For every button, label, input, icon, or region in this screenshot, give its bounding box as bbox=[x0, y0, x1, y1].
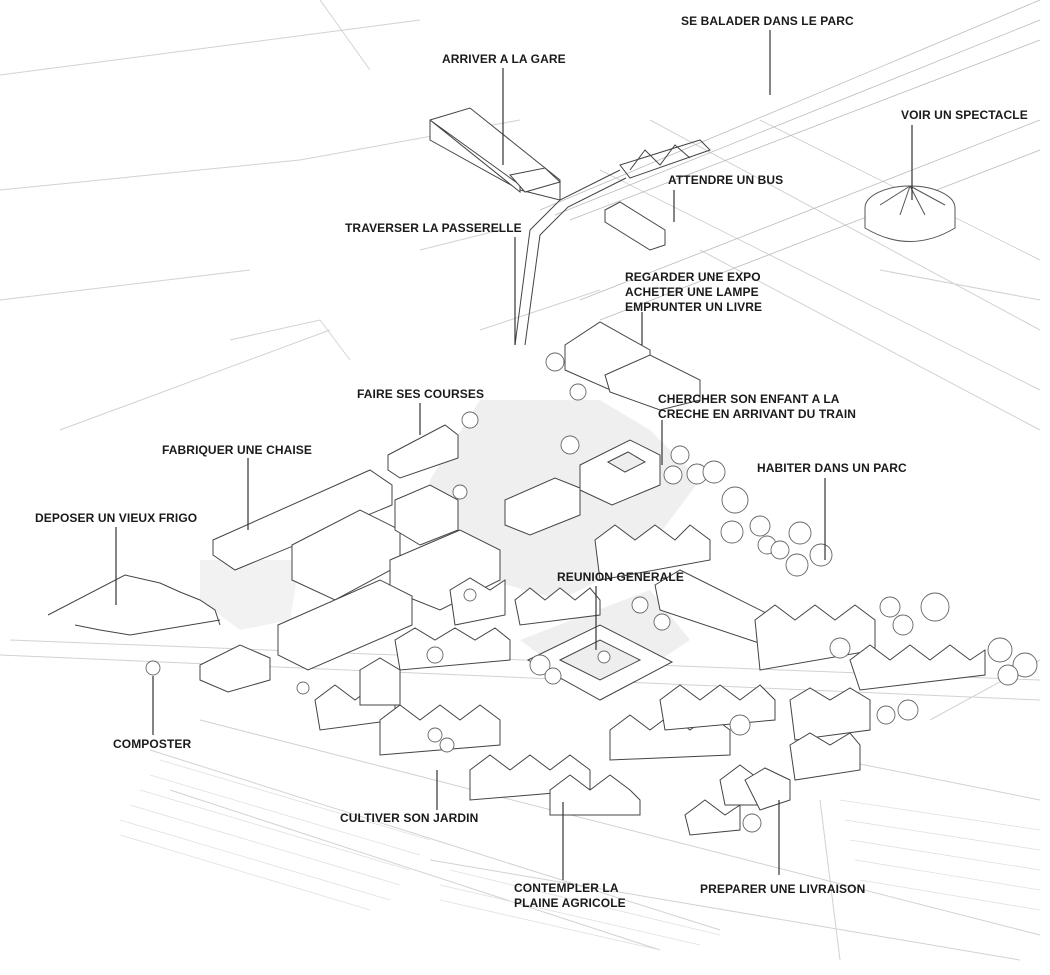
bus-shelter bbox=[604, 201, 666, 251]
label-bus: ATTENDRE UN BUS bbox=[668, 173, 784, 187]
label-live-park: HABITER DANS UN PARC bbox=[757, 461, 907, 475]
label-chair: FABRIQUER UNE CHAISE bbox=[162, 443, 313, 457]
circus-tent bbox=[864, 185, 956, 242]
footbridge bbox=[514, 139, 711, 346]
label-plain-line1: CONTEMPLER LA bbox=[514, 881, 619, 895]
railway bbox=[539, 0, 1041, 321]
leader-lines bbox=[115, 30, 913, 880]
label-shopping: FAIRE SES COURSES bbox=[357, 387, 485, 401]
label-creche-line2: CRECHE EN ARRIVANT DU TRAIN bbox=[658, 407, 857, 421]
station-building bbox=[429, 107, 561, 201]
trees bbox=[145, 352, 1038, 833]
field-hatching bbox=[119, 759, 1041, 951]
label-garden: CULTIVER SON JARDIN bbox=[340, 811, 479, 825]
label-creche-line1: CHERCHER SON ENFANT A LA bbox=[658, 392, 840, 406]
label-compost: COMPOSTER bbox=[113, 737, 192, 751]
label-expo-line3: EMPRUNTER UN LIVRE bbox=[625, 300, 763, 314]
houses bbox=[314, 524, 986, 836]
label-expo-line1: REGARDER UNE EXPO bbox=[625, 270, 761, 284]
label-show: VOIR UN SPECTACLE bbox=[901, 108, 1028, 122]
recycling-hub bbox=[47, 574, 221, 636]
label-fridge: DEPOSER UN VIEUX FRIGO bbox=[35, 511, 198, 525]
label-delivery: PREPARER UNE LIVRAISON bbox=[700, 882, 866, 896]
context-lines bbox=[0, 0, 1041, 961]
label-expo-line2: ACHETER UNE LAMPE bbox=[625, 285, 759, 299]
expo-building bbox=[564, 321, 701, 411]
label-plain-line2: PLAINE AGRICOLE bbox=[514, 896, 626, 910]
shop-building bbox=[387, 424, 459, 479]
label-meeting: REUNION GENERALE bbox=[557, 570, 684, 584]
label-footbridge: TRAVERSER LA PASSERELLE bbox=[345, 221, 522, 235]
label-park-walk: SE BALADER DANS LE PARC bbox=[681, 14, 854, 28]
warehouse-buildings bbox=[199, 469, 581, 693]
label-station: ARRIVER A LA GARE bbox=[442, 52, 566, 66]
